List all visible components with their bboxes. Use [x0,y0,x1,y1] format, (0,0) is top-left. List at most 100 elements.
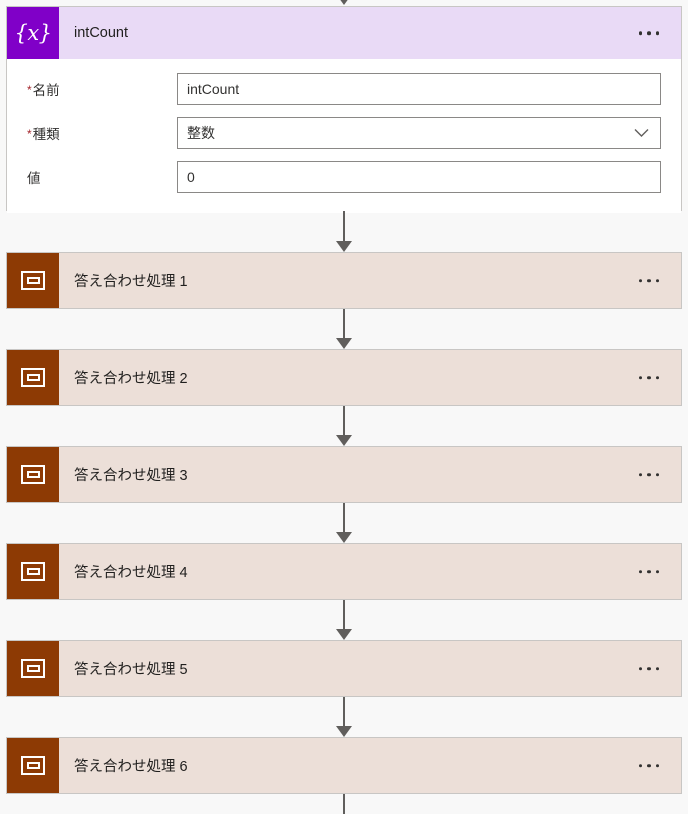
card-overflow-menu-button[interactable] [635,467,664,483]
connector-arrowhead [336,532,352,543]
card-title: 答え合わせ処理 1 [74,274,188,290]
card-title: 答え合わせ処理 4 [74,565,188,581]
connector-line [343,211,345,241]
card-title: 答え合わせ処理 5 [74,662,188,678]
card-action-5[interactable]: 答え合わせ処理 5 [6,640,682,697]
scope-icon-inner [26,374,40,381]
scope-icon-inner [26,665,40,672]
card-title: intCount [74,25,129,41]
scope-icon [7,447,59,502]
scope-icon-inner [26,568,40,575]
ellipsis-dot [655,666,659,671]
card-title: 答え合わせ処理 6 [74,759,188,775]
variable-braces-x-icon: {x} [7,7,59,59]
ellipsis-dot [647,666,651,671]
ellipsis-dot [647,569,651,574]
card-title: 答え合わせ処理 2 [74,371,188,387]
connector-outgoing [0,794,688,814]
ellipsis-dot [638,569,642,574]
select-type[interactable]: 整数 [177,117,661,149]
card-overflow-menu-button[interactable] [635,758,664,774]
card-action-1[interactable]: 答え合わせ処理 1 [6,252,682,309]
card-action-4[interactable]: 答え合わせ処理 4 [6,543,682,600]
scope-icon-outer [21,562,45,581]
chevron-down-icon [634,128,649,138]
card-overflow-menu-button[interactable] [635,564,664,580]
connector-line [343,309,345,338]
form-row-type: * 種類 整数 [27,117,661,149]
scope-icon [7,641,59,696]
connector-4 [0,503,688,543]
card-action-6[interactable]: 答え合わせ処理 6 [6,737,682,794]
connector-arrowhead [336,629,352,640]
scope-icon-inner [26,471,40,478]
card-overflow-menu-button[interactable] [635,370,664,386]
ellipsis-dot [655,763,659,768]
connector-arrowhead [336,241,352,252]
scope-icon-inner [26,277,40,284]
card-action-3[interactable]: 答え合わせ処理 3 [6,446,682,503]
required-asterisk: * [27,83,32,97]
card-overflow-menu-button[interactable] [635,661,664,677]
input-value-value: 0 [187,169,195,185]
required-asterisk: * [27,127,32,141]
card-header[interactable]: {x} intCount [7,7,681,59]
variable-icon-glyph: {x} [14,20,52,45]
input-name[interactable]: intCount [177,73,661,105]
card-action-2[interactable]: 答え合わせ処理 2 [6,349,682,406]
ellipsis-dot [638,763,642,768]
ellipsis-dot [655,31,659,35]
label-name: * 名前 [27,79,177,99]
label-type: * 種類 [27,123,177,143]
ellipsis-dot [638,31,642,35]
connector-arrowhead [336,0,352,5]
connector-line [343,406,345,435]
scope-icon-outer [21,368,45,387]
scope-icon [7,350,59,405]
ellipsis-dot [647,278,651,283]
scope-icon-outer [21,465,45,484]
card-body: * 名前 intCount * 種類 整数 [7,59,681,213]
ellipsis-dot [638,278,642,283]
scope-icon [7,544,59,599]
connector-line [343,794,345,814]
card-overflow-menu-button[interactable] [635,273,664,289]
label-type-text: 種類 [32,127,60,142]
connector-2 [0,309,688,349]
scope-icon-outer [21,756,45,775]
connector-arrowhead [336,435,352,446]
ellipsis-dot [655,278,659,283]
connector-arrowhead [336,726,352,737]
input-value[interactable]: 0 [177,161,661,193]
connector-3 [0,406,688,446]
connector-arrowhead [336,338,352,349]
form-row-value: 値 0 [27,161,661,193]
scope-icon-outer [21,659,45,678]
input-name-value: intCount [187,81,240,97]
label-value: 値 [27,167,177,187]
connector-5 [0,600,688,640]
card-variable-intcount[interactable]: {x} intCount * 名前 intCount [6,6,682,213]
connector-1 [0,211,688,252]
scope-icon [7,253,59,308]
connector-line [343,697,345,726]
connector-line [343,503,345,532]
ellipsis-dot [647,375,651,380]
ellipsis-dot [647,31,651,35]
label-value-text: 値 [27,171,41,186]
select-type-value: 整数 [187,125,215,141]
connector-line [343,600,345,629]
label-name-text: 名前 [32,83,60,98]
ellipsis-dot [655,472,659,477]
ellipsis-dot [647,472,651,477]
form-row-name: * 名前 intCount [27,73,661,105]
ellipsis-dot [655,569,659,574]
card-overflow-menu-button[interactable] [635,25,664,41]
ellipsis-dot [638,472,642,477]
scope-icon [7,738,59,793]
ellipsis-dot [638,666,642,671]
card-title: 答え合わせ処理 3 [74,468,188,484]
ellipsis-dot [655,375,659,380]
connector-6 [0,697,688,737]
